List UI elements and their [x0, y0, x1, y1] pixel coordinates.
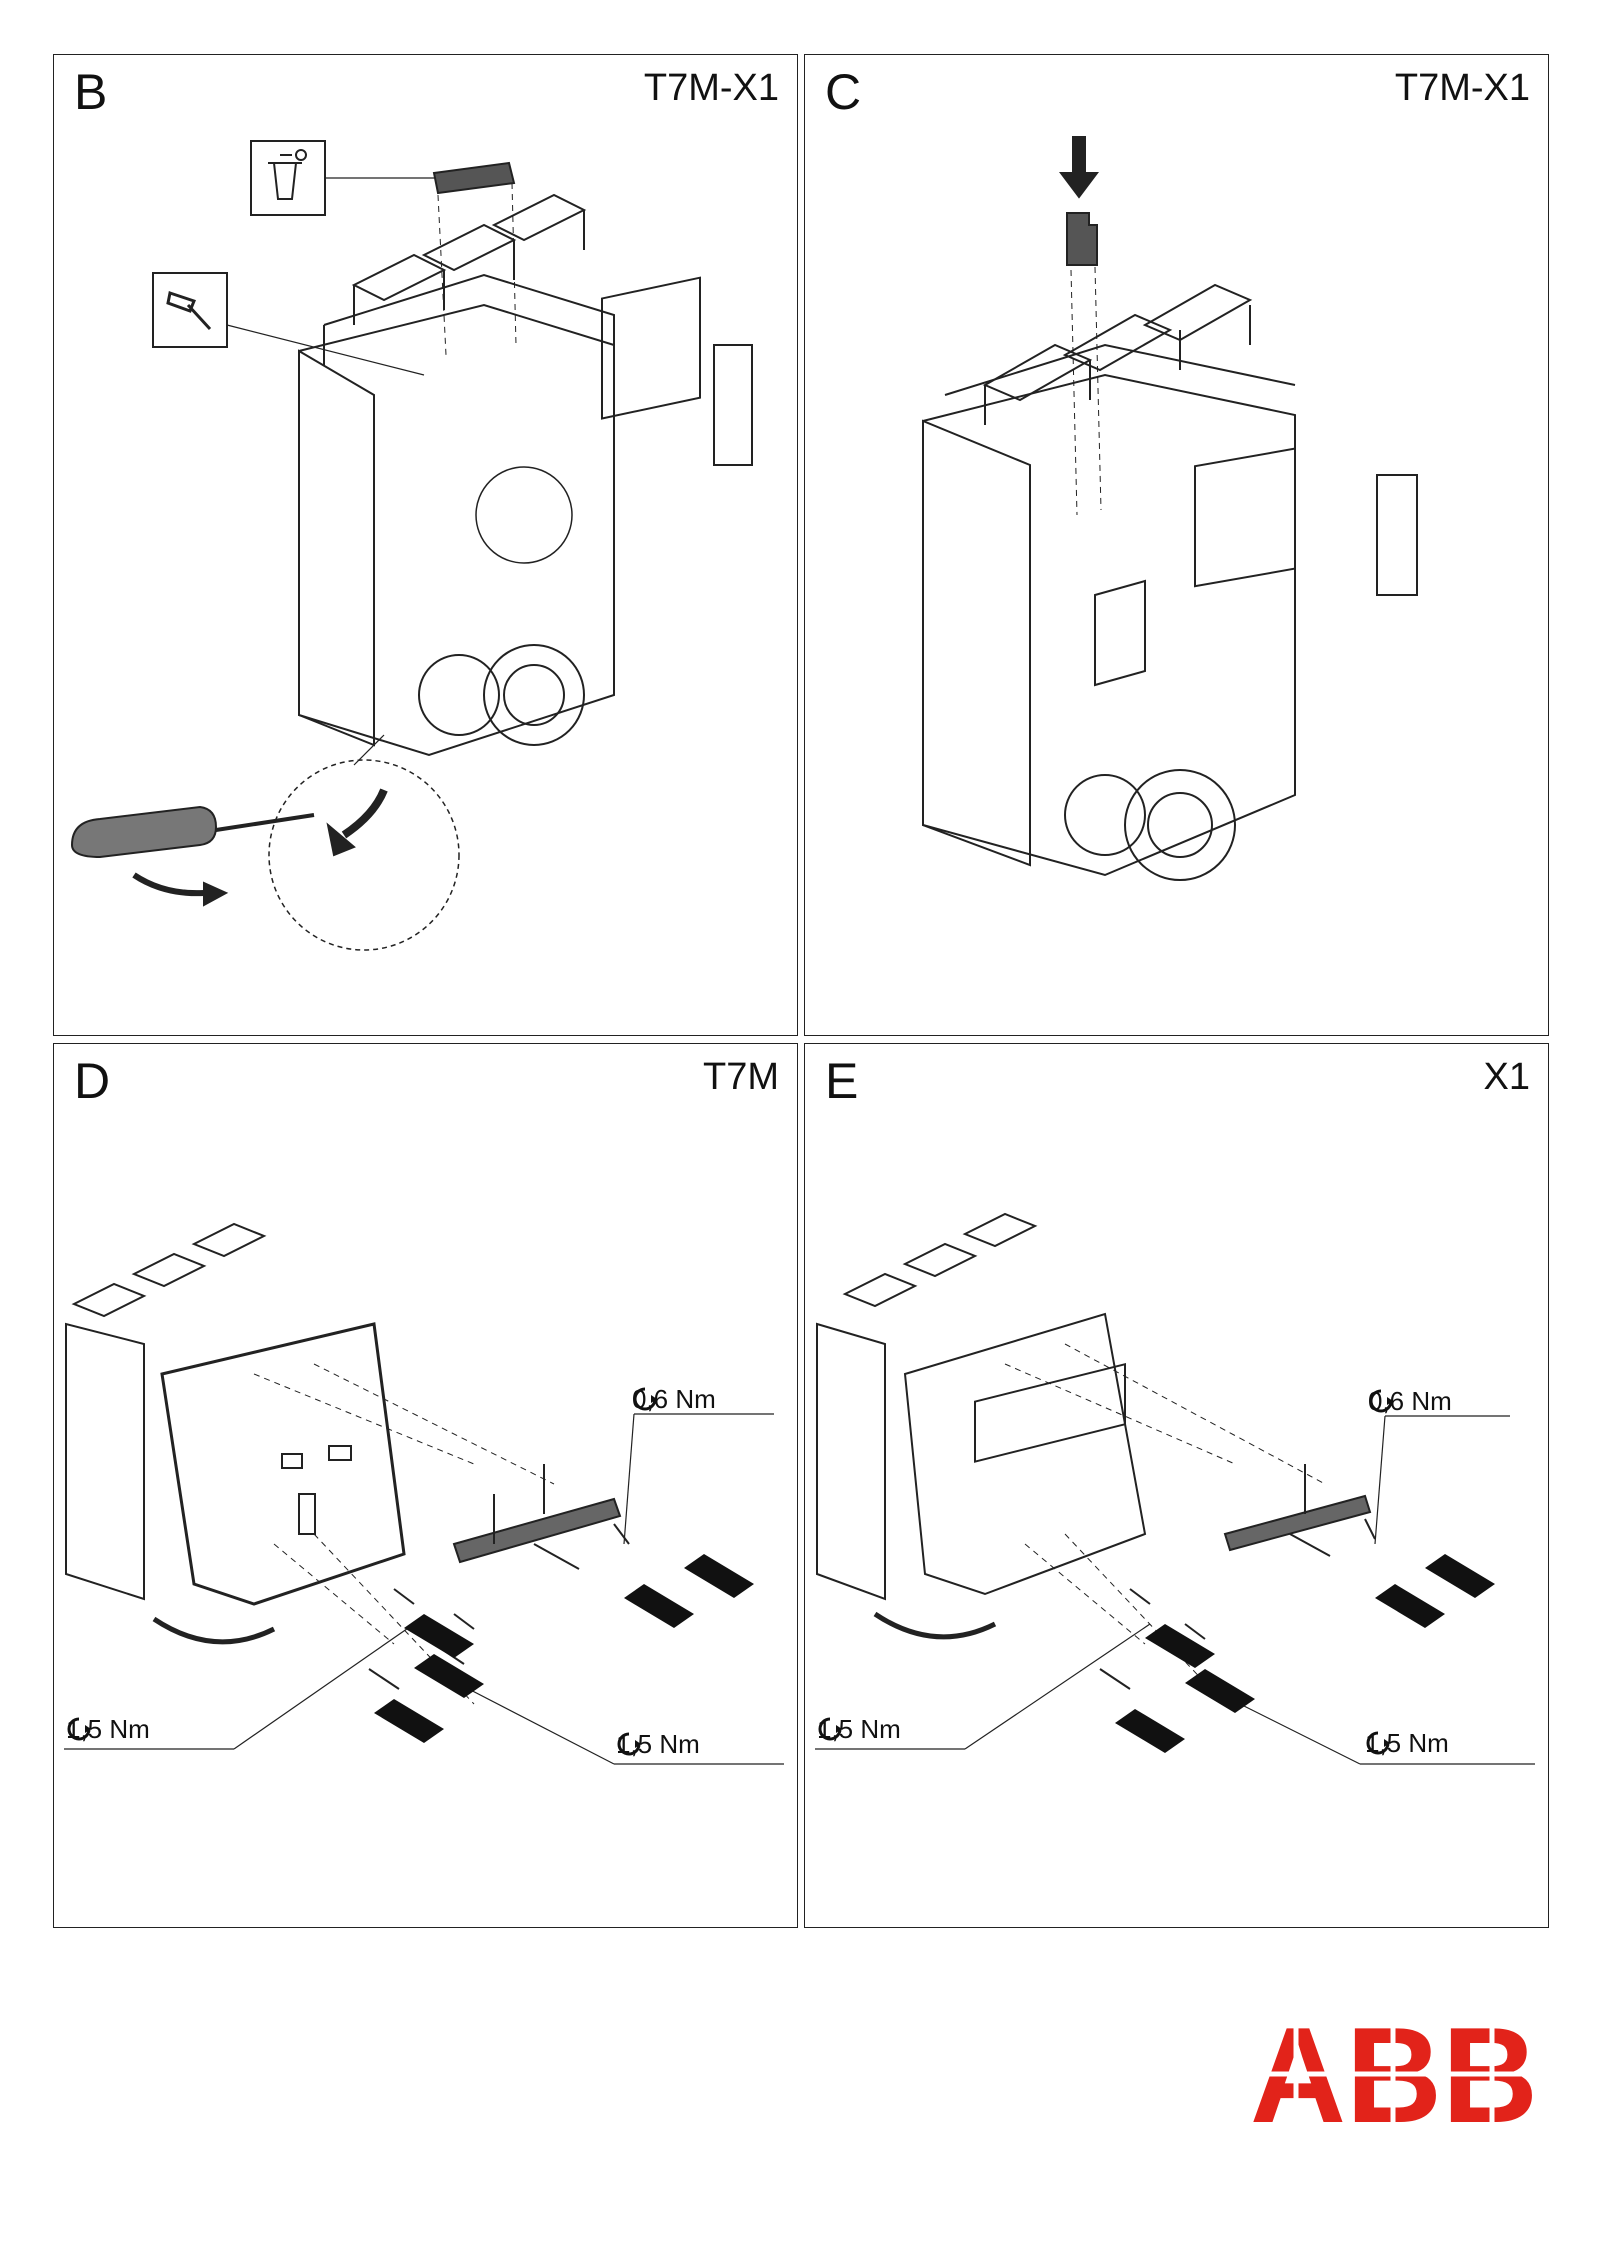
torque-wrench-icon — [617, 1732, 641, 1756]
torque-wrench-icon — [633, 1387, 657, 1411]
panel-letter: C — [825, 64, 862, 120]
torque-label-right: 1,5 Nm — [616, 1731, 700, 1757]
breaker-illustration-c — [922, 136, 1418, 881]
torque-label-top: 0,6 Nm — [1368, 1388, 1452, 1414]
torque-label-left: 1,5 Nm — [66, 1716, 150, 1742]
panel-model: T7M-X1 — [1394, 67, 1530, 109]
panel-model: T7M-X1 — [643, 67, 779, 109]
panel-letter: B — [74, 64, 108, 120]
panel-d: D T7M — [53, 1043, 798, 1928]
cover-install-illustration-d — [64, 1222, 784, 1765]
push-arrow-icon — [374, 1554, 754, 1743]
hammer-icon — [152, 272, 228, 348]
push-arrow-icon — [1115, 1554, 1495, 1753]
panel-b: B T7M-X1 — [53, 54, 798, 1036]
waste-bin-icon — [250, 140, 326, 216]
torque-label-top: 0,6 Nm — [632, 1386, 716, 1412]
breaker-illustration-b — [70, 140, 753, 951]
torque-wrench-icon — [818, 1717, 842, 1741]
panel-e: E X1 — [804, 1043, 1549, 1928]
panel-letter: D — [74, 1053, 111, 1109]
torque-label-right: 1,5 Nm — [1365, 1730, 1449, 1756]
torque-wrench-icon — [1369, 1389, 1393, 1413]
abb-logo: ABB — [1248, 2018, 1540, 2130]
torque-wrench-icon — [1366, 1731, 1390, 1755]
panel-c: C T7M-X1 — [804, 54, 1549, 1036]
torque-wrench-icon — [67, 1717, 91, 1741]
panel-letter: E — [825, 1053, 859, 1109]
torque-label-left: 1,5 Nm — [817, 1716, 901, 1742]
cover-install-illustration-e — [815, 1212, 1535, 1765]
panel-model: T7M — [703, 1056, 779, 1098]
panel-model: X1 — [1483, 1056, 1530, 1098]
